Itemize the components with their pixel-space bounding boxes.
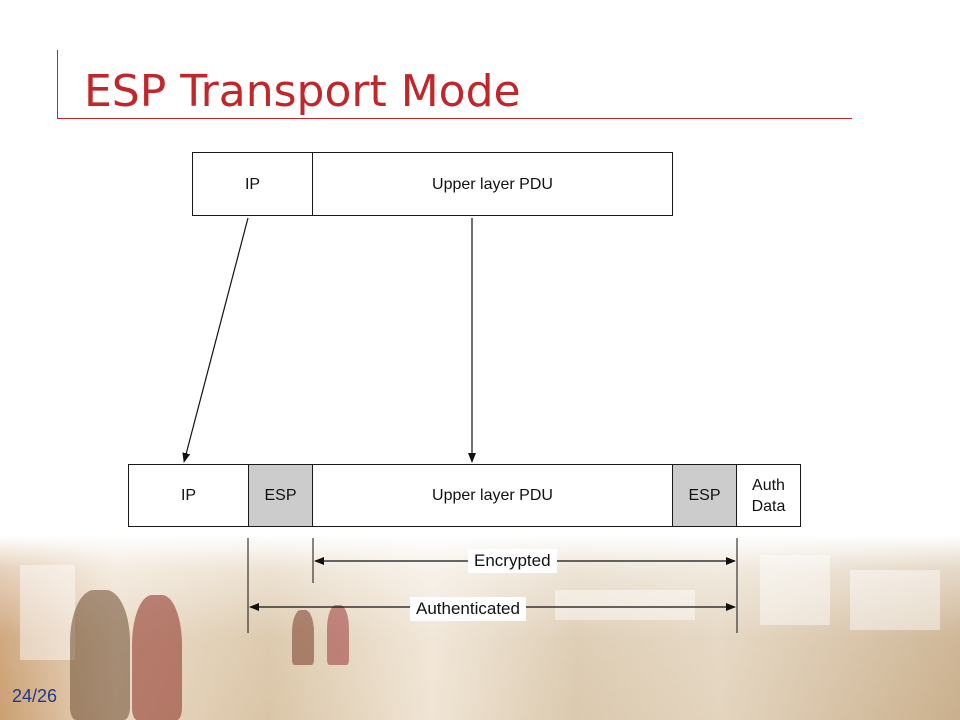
title-rule-horizontal — [57, 118, 852, 119]
esp-header-field: ESP — [248, 464, 313, 527]
ip-mapping-arrow — [182, 217, 249, 463]
auth-data-field: Auth Data — [736, 464, 801, 527]
esp-packet-ip-field: IP — [128, 464, 249, 527]
encrypted-label: Encrypted — [468, 549, 557, 573]
authenticated-label: Authenticated — [410, 597, 526, 621]
original-upper-layer-pdu-field: Upper layer PDU — [312, 152, 673, 216]
slide-title: ESP Transport Mode — [84, 66, 521, 117]
slide-number: 24/26 — [12, 686, 58, 706]
original-ip-field: IP — [192, 152, 313, 216]
title-rule-vertical — [57, 50, 58, 118]
esp-packet-upper-layer-pdu-field: Upper layer PDU — [312, 464, 673, 527]
esp-trailer-field: ESP — [672, 464, 737, 527]
